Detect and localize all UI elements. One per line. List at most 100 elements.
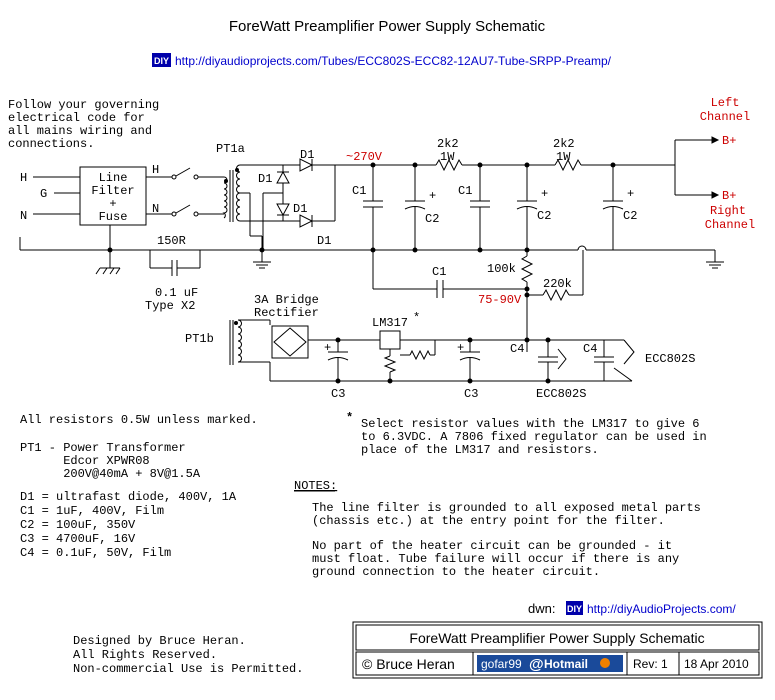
svg-text:1W: 1W: [556, 150, 571, 164]
svg-text:B+: B+: [722, 189, 736, 203]
ground-lift-network: 150R 0.1 uF Type X2: [145, 234, 201, 313]
d1-label-bottom: D1: [317, 234, 331, 248]
hv-rail: ~270V 2k2 1W 2k2 1W: [335, 136, 720, 199]
page-title: ForeWatt Preamplifier Power Supply Schem…: [229, 18, 546, 35]
svg-text:PT1a: PT1a: [216, 142, 245, 156]
mid-voltage-label: 75-90V: [478, 293, 522, 307]
svg-text:C3 = 4700uF, 16V: C3 = 4700uF, 16V: [20, 532, 136, 546]
svg-text:Filter: Filter: [91, 184, 134, 198]
svg-text:Left: Left: [711, 96, 740, 110]
mid-voltage-divider: C1 100k 75-90V 220k: [372, 250, 584, 352]
header-link[interactable]: http://diyaudioprojects.com/Tubes/ECC802…: [175, 54, 612, 68]
svg-text:place of the LM317 and resisto: place of the LM317 and resistors.: [361, 443, 599, 457]
svg-text:C4: C4: [583, 342, 597, 356]
mains-warning: Follow your governing electrical code fo…: [8, 98, 159, 151]
svg-text:C2: C2: [537, 209, 551, 223]
svg-text:C2 = 100uF, 350V: C2 = 100uF, 350V: [20, 518, 136, 532]
svg-text:Rectifier: Rectifier: [254, 306, 319, 320]
diode-bridge-d1: D1 D1 D1 D1: [258, 148, 336, 250]
svg-text:*: *: [413, 311, 420, 325]
warning-line-2: electrical code for: [8, 111, 145, 125]
svg-text:18 Apr 2010: 18 Apr 2010: [684, 657, 749, 671]
svg-text:0.1 uF: 0.1 uF: [155, 286, 198, 300]
svg-text:200V@40mA + 8V@1.5A: 200V@40mA + 8V@1.5A: [20, 467, 201, 481]
svg-text:D1 = ultrafast diode, 400V, 1A: D1 = ultrafast diode, 400V, 1A: [20, 490, 237, 504]
svg-text:2k2: 2k2: [553, 137, 575, 151]
svg-text:must float. Tube failure will: must float. Tube failure will occur if t…: [312, 552, 679, 566]
svg-text:@: @: [529, 656, 544, 673]
svg-text:Channel: Channel: [700, 110, 750, 124]
svg-text:NOTES:: NOTES:: [294, 479, 337, 493]
svg-text:C2: C2: [425, 212, 439, 226]
lm317-note: * Select resistor values with the LM317 …: [346, 411, 707, 457]
svg-text:to 6.3VDC. A 7806 fixed regul: to 6.3VDC. A 7806 fixed regulator can be…: [361, 430, 707, 444]
svg-text:Edcor XPWR08: Edcor XPWR08: [20, 454, 150, 468]
svg-text:dwn:: dwn:: [528, 601, 555, 616]
svg-text:+: +: [324, 341, 331, 355]
diy-logo-badge: [152, 53, 171, 67]
svg-text:Channel: Channel: [705, 218, 755, 232]
svg-text:C3: C3: [464, 387, 478, 401]
svg-text:Hotmail: Hotmail: [544, 657, 588, 671]
notes-section: NOTES: The line filter is grounded to al…: [294, 479, 701, 579]
channel-outputs: Left Channel B+ B+ Right Channel: [700, 96, 755, 232]
svg-text:*: *: [346, 411, 353, 425]
diy-logo-text: DIY: [154, 56, 169, 66]
svg-text:C1: C1: [352, 184, 366, 198]
svg-text:H: H: [152, 163, 159, 177]
svg-text:C3: C3: [331, 387, 345, 401]
filter-capacitors: C1 + C2 C1 + C2 + C2: [352, 165, 637, 250]
svg-text:Line: Line: [99, 171, 128, 185]
svg-text:3A Bridge: 3A Bridge: [254, 293, 319, 307]
svg-text:C1 = 1uF, 400V, Film: C1 = 1uF, 400V, Film: [20, 504, 164, 518]
svg-text:220k: 220k: [543, 277, 572, 291]
credits: Designed by Bruce Heran. All Rights Rese…: [73, 634, 303, 676]
ecc802s-label-right: ECC802S: [645, 352, 695, 366]
ecc802s-label-bottom: ECC802S: [536, 387, 586, 401]
svg-text:gofar99: gofar99: [481, 657, 522, 671]
ground-rail: [19, 225, 724, 275]
svg-text:C1: C1: [458, 184, 472, 198]
svg-text:+: +: [457, 341, 464, 355]
svg-text:C4: C4: [510, 342, 524, 356]
input-g-label: G: [40, 187, 47, 201]
warning-line-1: Follow your governing: [8, 98, 159, 112]
parts-list: All resistors 0.5W unless marked. PT1 - …: [20, 413, 258, 560]
svg-text:2k2: 2k2: [437, 137, 459, 151]
svg-text:+: +: [627, 187, 634, 201]
svg-text:100k: 100k: [487, 262, 516, 276]
svg-text:C1: C1: [432, 265, 446, 279]
d1-label-mid: D1: [293, 202, 307, 216]
svg-text:C2: C2: [623, 209, 637, 223]
dwn-link[interactable]: http://diyAudioProjects.com/: [587, 602, 736, 616]
svg-text:DIY: DIY: [567, 604, 582, 614]
svg-text:+: +: [541, 187, 548, 201]
svg-text:Type X2: Type X2: [145, 299, 195, 313]
svg-text:C4 = 0.1uF, 50V, Film: C4 = 0.1uF, 50V, Film: [20, 546, 171, 560]
hv-voltage-label: ~270V: [346, 150, 383, 164]
svg-text:B+: B+: [722, 134, 736, 148]
svg-text:+: +: [109, 197, 116, 211]
svg-text:All Rights Reserved.: All Rights Reserved.: [73, 648, 217, 662]
input-h-label: H: [20, 171, 27, 185]
line-filter-box: Line Filter + Fuse: [79, 166, 147, 226]
svg-text:150R: 150R: [157, 234, 186, 248]
drawn-by: dwn: DIY http://diyAudioProjects.com/: [528, 601, 736, 616]
power-switch: H N: [146, 163, 224, 217]
svg-text:Designed by Bruce Heran.: Designed by Bruce Heran.: [73, 634, 246, 648]
heater-supply: 3A Bridge Rectifier PT1b LM317 * + C3: [185, 293, 695, 401]
svg-text:No part of the heater circuit: No part of the heater circuit can be gro…: [312, 539, 672, 553]
d1-label-left: D1: [258, 172, 272, 186]
svg-text:Fuse: Fuse: [99, 210, 128, 224]
mains-input: H G N: [20, 171, 80, 223]
svg-text:PT1 - Power Transformer: PT1 - Power Transformer: [20, 441, 186, 455]
svg-text:All resistors 0.5W unless mark: All resistors 0.5W unless marked.: [20, 413, 258, 427]
svg-text:+: +: [429, 189, 436, 203]
svg-text:The line filter is grounded to: The line filter is grounded to all expos…: [312, 501, 701, 515]
title-block-author: © Bruce Heran: [362, 656, 455, 672]
svg-text:Rev: 1: Rev: 1: [633, 657, 668, 671]
svg-text:Select resistor values with th: Select resistor values with the LM317 to…: [361, 417, 699, 431]
title-block: ForeWatt Preamplifier Power Supply Schem…: [352, 621, 763, 679]
svg-text:Non-commercial Use is Permitte: Non-commercial Use is Permitted.: [73, 662, 303, 676]
